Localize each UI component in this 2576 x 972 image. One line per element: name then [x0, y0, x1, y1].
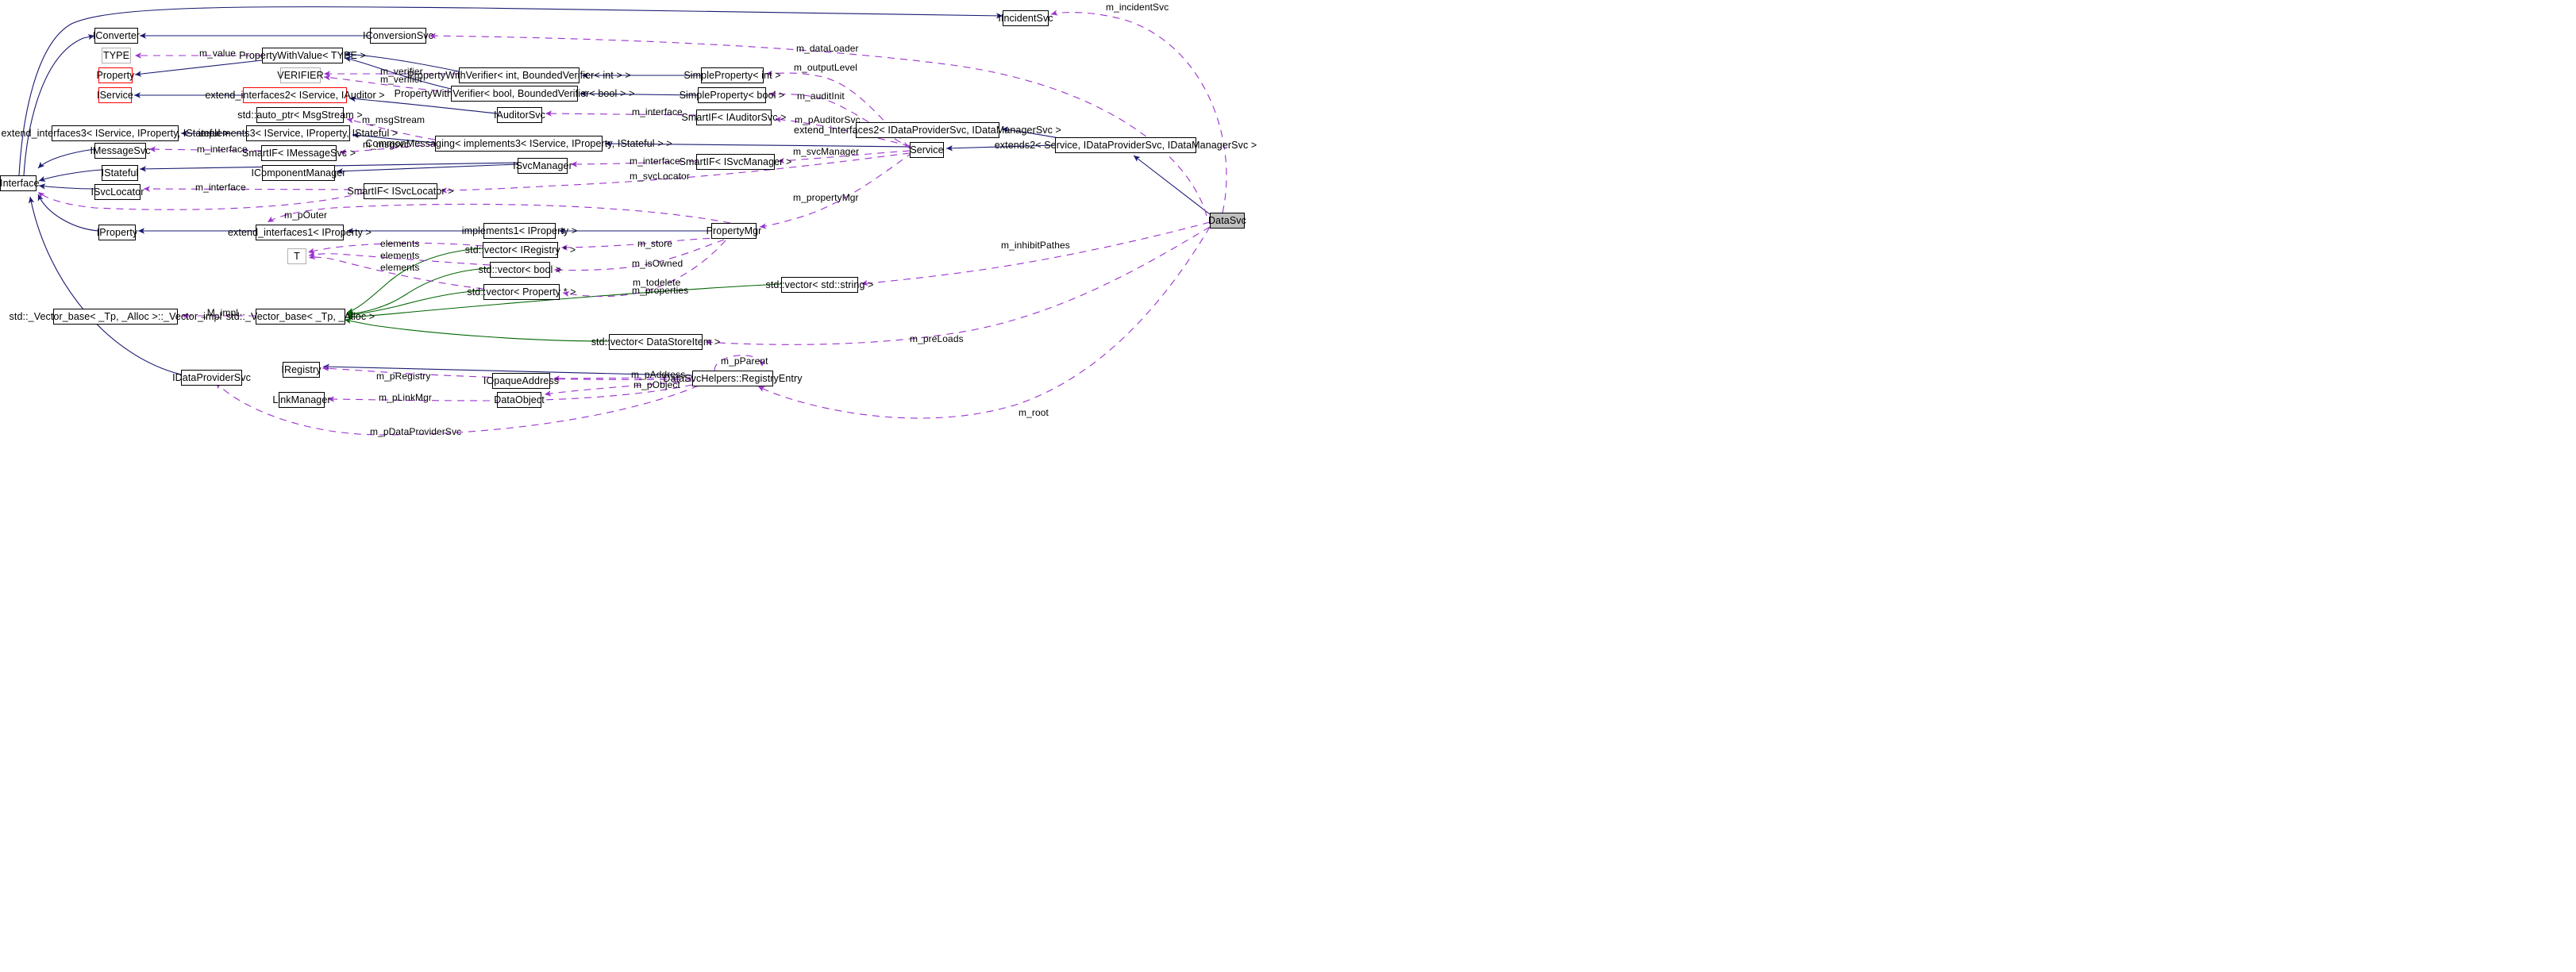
class-node-SimplePropertyBool[interactable]: SimpleProperty< bool >	[680, 87, 784, 103]
class-node-IMessageSvc[interactable]: IMessageSvc	[90, 143, 150, 159]
edge-label-m_pParent: m_pParent	[721, 355, 768, 367]
class-node-Property[interactable]: Property	[96, 67, 134, 83]
class-node-TYPE[interactable]: TYPE	[102, 48, 131, 63]
class-node-DataSvc[interactable]: DataSvc	[1208, 213, 1246, 229]
edge-label-m_preLoads: m_preLoads	[910, 333, 964, 344]
class-node-IService[interactable]: IService	[97, 87, 133, 103]
class-node-PropertyWithValue[interactable]: PropertyWithValue< TYPE >	[239, 48, 366, 63]
edge-label-m_pAddress: m_pAddress	[631, 369, 686, 380]
edge-label-m_msgsvc: m_msgsvc	[363, 139, 410, 150]
class-node-vectorIRegistry[interactable]: std::vector< IRegistry * >	[465, 242, 576, 258]
class-node-IComponentManager[interactable]: IComponentManager	[251, 165, 345, 181]
class-node-SmartIFIMessageSvc[interactable]: SmartIF< IMessageSvc >	[242, 145, 356, 161]
class-node-ExtIf1IProperty[interactable]: extend_interfaces1< IProperty >	[228, 225, 372, 240]
edge-label-m_inhibitPathes: m_inhibitPathes	[1001, 240, 1070, 251]
class-node-IOpaqueAddress[interactable]: IOpaqueAddress	[483, 373, 559, 389]
edge-label-m_verifier_2: m_verifier	[380, 74, 423, 85]
edge-label-m_svcLocator: m_svcLocator	[630, 171, 690, 182]
edge-label-m_todelete: m_todelete	[633, 277, 681, 288]
edge-label-m_isOwned: m_isOwned	[632, 258, 683, 269]
class-node-SimplePropertyInt[interactable]: SimpleProperty< int >	[683, 67, 781, 83]
class-node-RegistryEntry[interactable]: DataSvcHelpers::RegistryEntry	[663, 371, 802, 386]
edge-label-m_interface_aud: m_interface	[632, 106, 683, 117]
class-node-T[interactable]: T	[287, 248, 306, 264]
class-node-CommonMessaging[interactable]: CommonMessaging< implements3< IService, …	[365, 136, 672, 152]
class-node-VectorBaseImpl[interactable]: std::_Vector_base< _Tp, _Alloc >::_Vecto…	[10, 309, 221, 325]
class-node-ExtIf2DataProvider[interactable]: extend_interfaces2< IDataProviderSvc, ID…	[794, 122, 1061, 138]
edge-label-m_incidentSvc: m_incidentSvc	[1106, 2, 1169, 13]
edge-label-m_interface_msg: m_interface	[197, 144, 248, 155]
class-node-VERIFIER[interactable]: VERIFIER	[277, 67, 324, 83]
class-node-vectorDataStoreItem[interactable]: std::vector< DataStoreItem >	[591, 334, 720, 350]
class-node-PWVbool[interactable]: PropertyWithVerifier< bool, BoundedVerif…	[395, 86, 634, 102]
edge-label-elements_3: elements	[380, 262, 420, 273]
class-node-IRegistry[interactable]: IRegistry	[281, 362, 322, 378]
class-node-IIncidentSvc[interactable]: IIncidentSvc	[998, 10, 1053, 26]
class-node-SmartIFIAuditorSvc[interactable]: SmartIF< IAuditorSvc >	[681, 109, 786, 125]
class-node-ISvcManager[interactable]: ISvcManager	[513, 158, 572, 174]
edge-label-m_pAuditorSvc: m_pAuditorSvc	[795, 114, 861, 125]
class-node-PWVint[interactable]: PropertyWithVerifier< int, BoundedVerifi…	[407, 67, 631, 83]
edge-label-m_value: m_value	[199, 48, 237, 59]
class-node-autoptrMsgStream[interactable]: std::auto_ptr< MsgStream >	[237, 107, 363, 123]
edge-label-m_msgStream: m_msgStream	[362, 114, 425, 125]
edge-label-m_verifier_1: m_verifier	[380, 66, 423, 77]
edge-label-m_outputLevel: m_outputLevel	[794, 62, 858, 73]
class-node-VectorBase[interactable]: std::_Vector_base< _Tp, _Alloc >	[226, 309, 375, 325]
class-node-SmartIFISvcManager[interactable]: SmartIF< ISvcManager >	[680, 154, 791, 170]
edge-label-m_root: m_root	[1018, 407, 1049, 418]
edge-label-m_interface_loc: m_interface	[195, 182, 246, 193]
edge-label-elements_2: elements	[380, 250, 420, 261]
class-node-vectorstring[interactable]: std::vector< std::string >	[766, 277, 873, 293]
class-node-IConverter[interactable]: IConverter	[93, 28, 140, 44]
class-node-ExtIf3Svc[interactable]: extend_interfaces3< IService, IProperty,…	[1, 125, 229, 141]
class-node-LinkManager[interactable]: LinkManager	[272, 392, 331, 408]
class-node-SmartIFISvcLocator[interactable]: SmartIF< ISvcLocator >	[347, 183, 454, 199]
class-node-Implements1IProperty[interactable]: implements1< IProperty >	[462, 223, 577, 239]
edge-label-m_dataLoader: m_dataLoader	[796, 43, 859, 54]
class-node-Service[interactable]: Service	[910, 142, 944, 158]
class-node-Implements3Svc[interactable]: implements3< IService, IProperty, IState…	[198, 125, 398, 141]
class-node-PropertyMgr[interactable]: PropertyMgr	[707, 223, 761, 239]
edge-label-m_store: m_store	[637, 238, 673, 249]
edge-label-m_auditInit: m_auditInit	[797, 90, 845, 102]
edge-label-m_interface_svcmgr: m_interface	[630, 156, 680, 167]
edge-label-elements_1: elements	[380, 238, 420, 249]
class-node-Extends2Service[interactable]: extends2< Service, IDataProviderSvc, IDa…	[995, 137, 1257, 153]
class-node-IStateful[interactable]: IStateful	[102, 165, 138, 181]
edge-label-m_pLinkMgr: m_pLinkMgr	[379, 392, 433, 403]
class-node-ExtIf2ServiceAuditor[interactable]: extend_interfaces2< IService, IAuditor >	[205, 87, 385, 103]
edge-label-m_pDataProviderSvc: m_pDataProviderSvc	[370, 426, 462, 437]
edge-label-m_svcManager: m_svcManager	[793, 146, 860, 157]
class-node-IAuditorSvc[interactable]: IAuditorSvc	[494, 107, 545, 123]
class-node-vectorbool[interactable]: std::vector< bool >	[479, 262, 561, 278]
edge-label-m_propertyMgr: m_propertyMgr	[793, 192, 859, 203]
class-node-vectorProperty[interactable]: std::vector< Property * >	[467, 284, 576, 300]
edge-label-m_M_impl: _M_impl	[202, 307, 239, 318]
class-node-ISvcLocator[interactable]: ISvcLocator	[90, 184, 144, 200]
edge-label-m_pRegistry: m_pRegistry	[376, 371, 431, 382]
edge-label-m_pObject: m_pObject	[633, 379, 680, 390]
class-node-DataObject[interactable]: DataObject	[494, 392, 545, 408]
edge-label-m_pOuter: m_pOuter	[284, 209, 328, 221]
edge-label-m_properties: m_properties	[632, 285, 689, 296]
class-node-IDataProviderSvc[interactable]: IDataProviderSvc	[172, 370, 251, 386]
class-node-IProperty[interactable]: IProperty	[97, 225, 137, 240]
class-node-IConversionSvc[interactable]: IConversionSvc	[363, 28, 433, 44]
class-node-IInterface[interactable]: IInterface	[0, 175, 39, 191]
